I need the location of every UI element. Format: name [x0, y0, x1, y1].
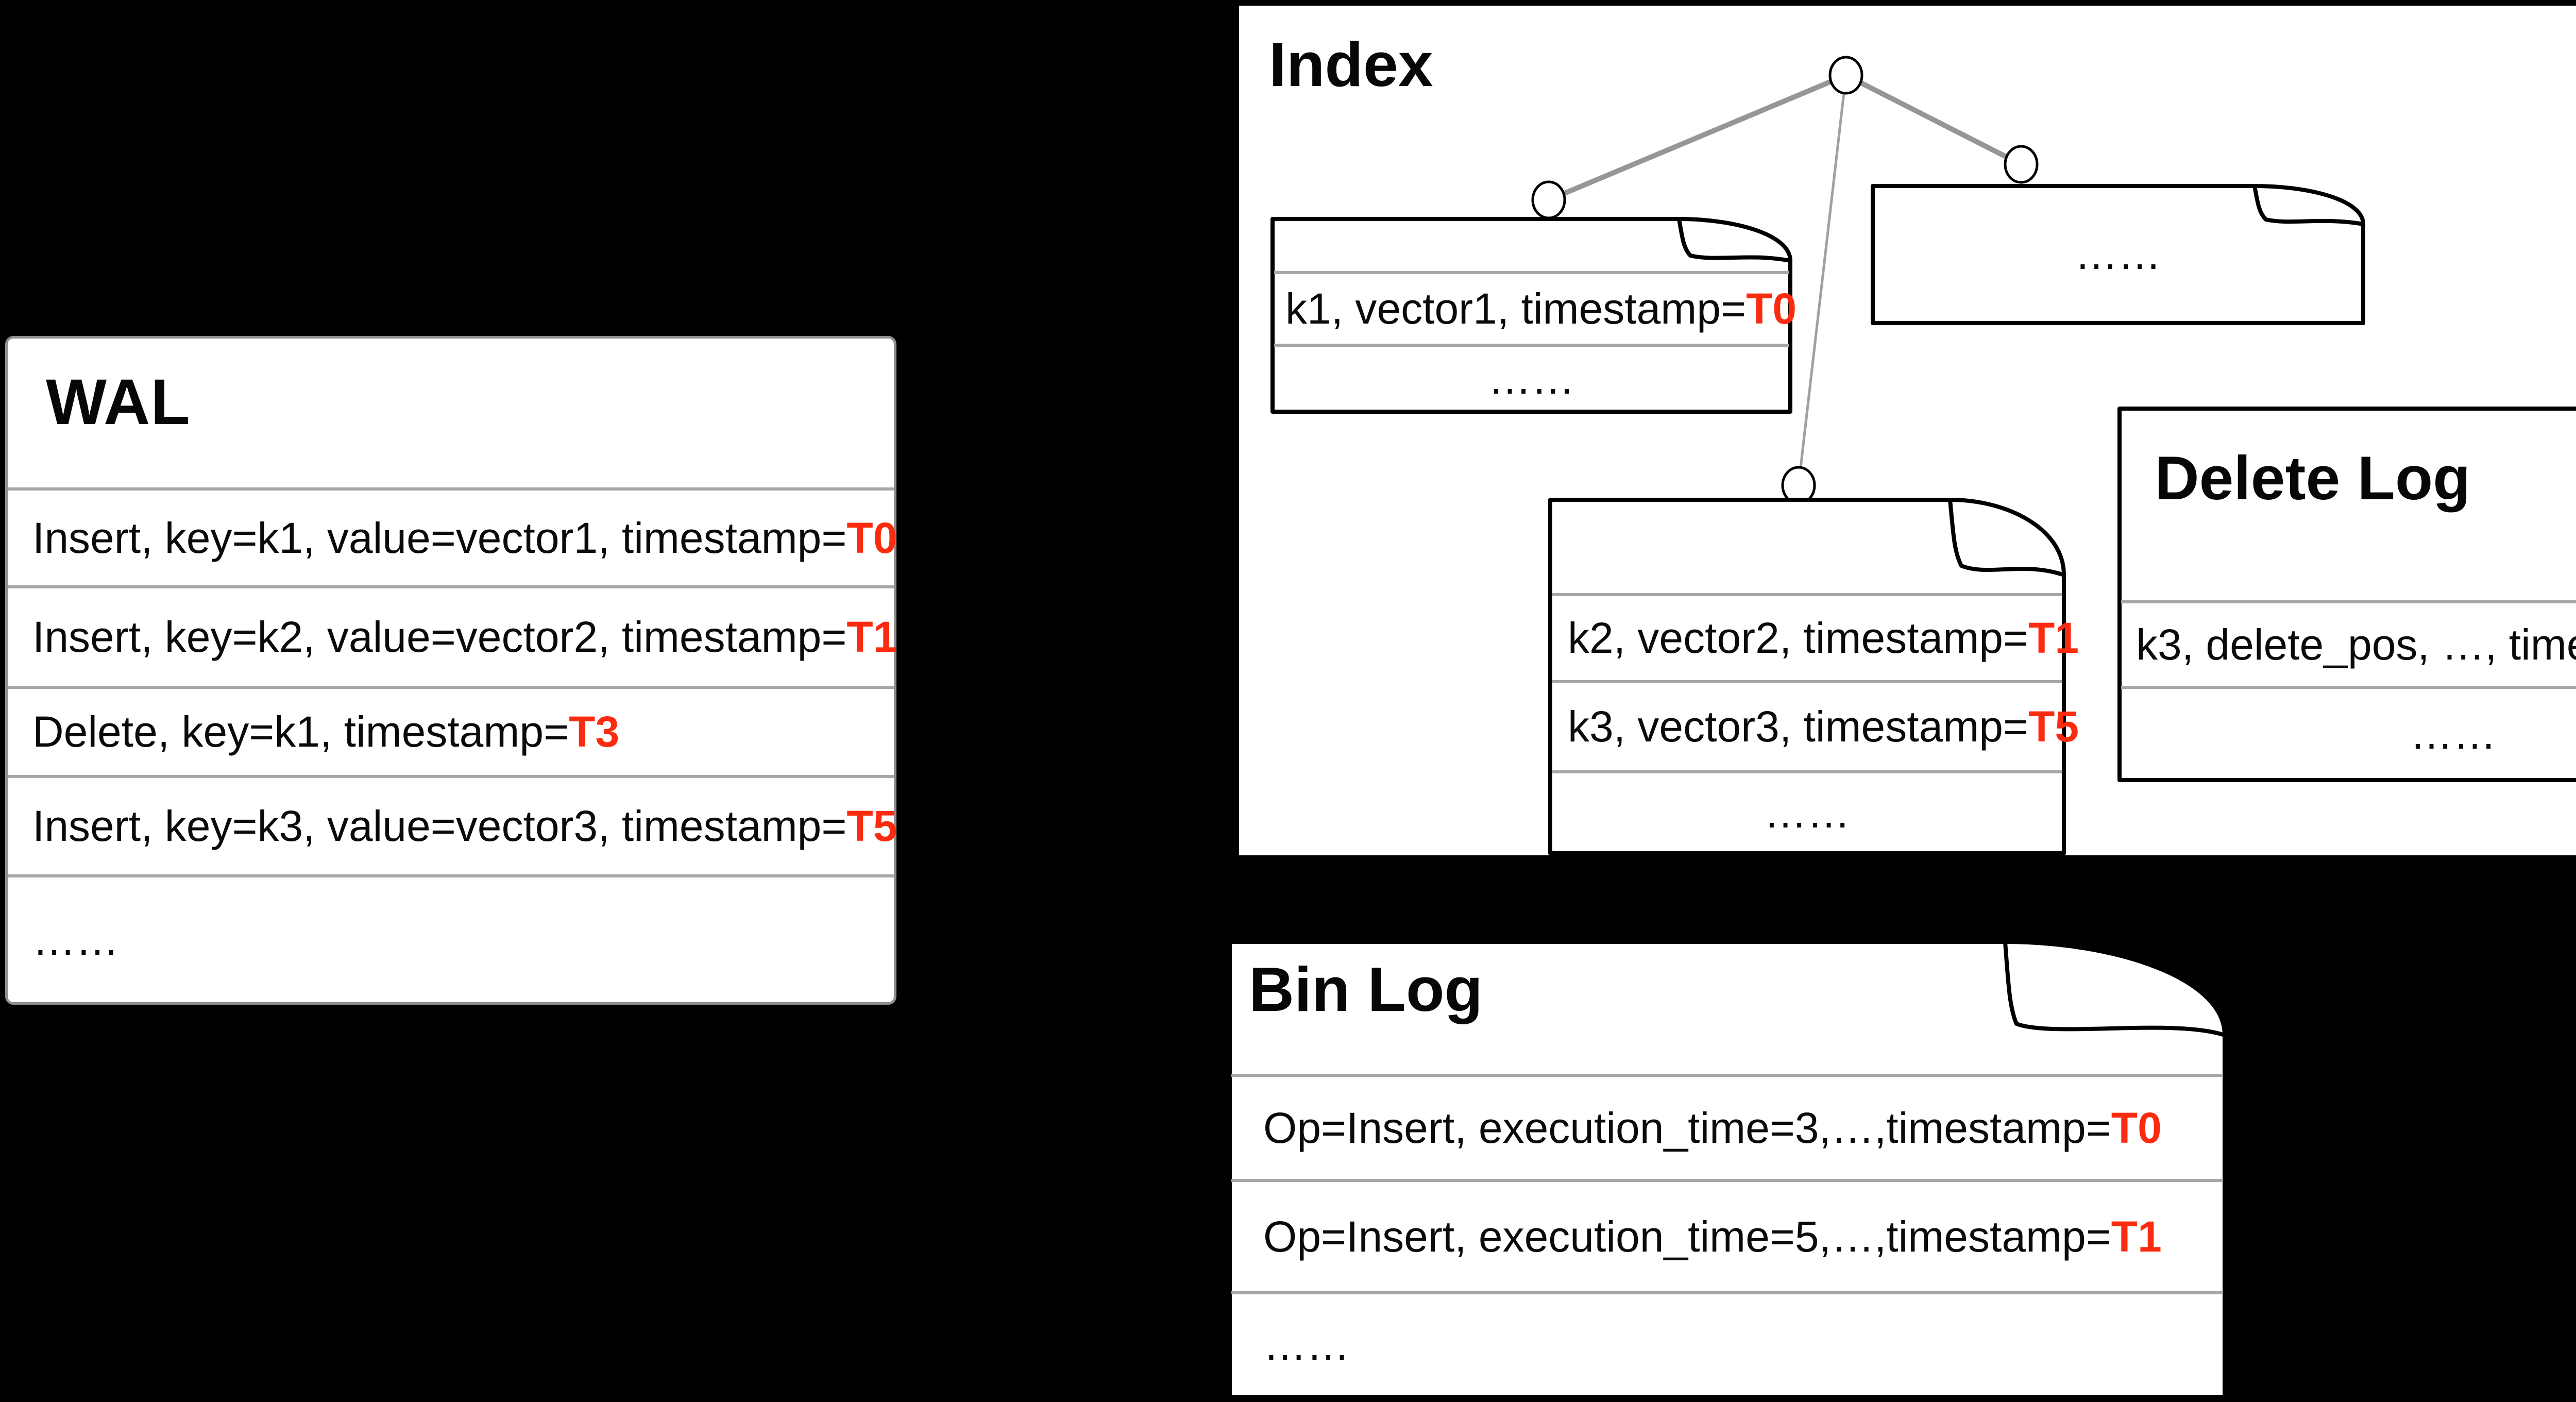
wal-row-timestamp: T3 — [569, 707, 620, 756]
bin-log-titlebar: Bin Log — [1231, 942, 2223, 1074]
document-page — [1270, 217, 1792, 414]
page-fold-icon — [1948, 498, 2066, 577]
document-page — [1228, 940, 2227, 1399]
segment-doc-left: k1, vector1, timestamp=T0 …… — [1270, 217, 1797, 415]
segment-row-text: …… — [2075, 229, 2161, 278]
bin-log-content: Bin Log Op=Insert, execution_time=3,…,ti… — [1231, 942, 2223, 1396]
delete-log-title: Delete Log — [2155, 444, 2471, 513]
bin-log-row-timestamp: T1 — [2111, 1212, 2162, 1261]
tree-node-root — [1828, 56, 1863, 95]
bin-log-row-text: Op=Insert, execution_time=3,…,timestamp= — [1263, 1103, 2111, 1152]
bin-log-row: Op=Insert, execution_time=3,…,timestamp=… — [1231, 1074, 2223, 1179]
delete-log-row-text: …… — [2410, 710, 2497, 758]
segment-row-text: …… — [1488, 354, 1575, 403]
segment-row-timestamp: T5 — [2028, 702, 2079, 751]
segment-row-text: k2, vector2, timestamp= — [1568, 614, 2029, 662]
segment-row-text: …… — [1764, 788, 1851, 837]
delete-log-row-ellipsis: …… — [2121, 686, 2576, 779]
wal-row: Insert, key=k2, value=vector2, timestamp… — [8, 585, 897, 686]
segment-doc-left-titlebar — [1274, 219, 1789, 271]
wal-row-text: Insert, key=k1, value=vector1, timestamp… — [32, 513, 847, 562]
segment-doc-right: …… — [1871, 184, 2365, 326]
page-fold-icon — [2003, 940, 2227, 1037]
tree-edge-root-left — [1548, 73, 1847, 202]
segment-doc-middle: k2, vector2, timestamp=T1 k3, vector3, t… — [1548, 498, 2079, 856]
tree-edge-root-right — [1844, 73, 2023, 167]
wal-row-timestamp: T0 — [846, 513, 897, 562]
wal-row-ellipsis: …… — [8, 874, 894, 1002]
wal-row: Delete, key=k1, timestamp=T3 — [8, 686, 894, 775]
delete-log-content: Delete Log k3, delete_pos, …, timestamp=… — [2121, 409, 2576, 779]
segment-row-ellipsis: …… — [1274, 344, 1789, 411]
page-fold-icon — [1677, 217, 1792, 263]
bin-log-title: Bin Log — [1249, 954, 1483, 1024]
segment-doc-middle-titlebar — [1552, 500, 2062, 593]
index-title: Index — [1269, 29, 1433, 99]
bin-log-doc: Bin Log Op=Insert, execution_time=3,…,ti… — [1228, 940, 2227, 1400]
bin-log-row-text: …… — [1263, 1321, 1350, 1369]
wal-row-text: Insert, key=k2, value=vector2, timestamp… — [32, 613, 847, 662]
delete-log-row: k3, delete_pos, …, timestamp=T3 — [2121, 600, 2576, 686]
wal-row-text: Insert, key=k3, value=vector3, timestamp… — [32, 802, 847, 851]
delete-log-doc: Delete Log k3, delete_pos, …, timestamp=… — [2117, 407, 2576, 783]
segment-row-ellipsis: …… — [1874, 186, 2362, 322]
wal-row-timestamp: T5 — [846, 802, 897, 851]
segment-row: k3, vector3, timestamp=T5 — [1552, 680, 2079, 770]
page-fold-icon — [2252, 184, 2365, 226]
wal-titlebar: WAL — [8, 339, 894, 487]
tree-edge-root-middle — [1797, 75, 1848, 486]
segment-row: k1, vector1, timestamp=T0 — [1274, 271, 1797, 344]
wal-row-text: …… — [32, 915, 119, 964]
segment-row-text: k3, vector3, timestamp= — [1568, 702, 2029, 751]
segment-doc-middle-content: k2, vector2, timestamp=T1 k3, vector3, t… — [1552, 500, 2079, 852]
bin-log-row: Op=Insert, execution_time=5,…,timestamp=… — [1231, 1179, 2223, 1291]
wal-table: WAL Insert, key=k1, value=vector1, times… — [5, 336, 897, 1005]
document-outline — [1228, 940, 2227, 1399]
delete-log-titlebar: Delete Log — [2121, 409, 2576, 600]
segment-row-timestamp: T1 — [2028, 614, 2079, 662]
document-page — [1871, 184, 2365, 325]
segment-row-ellipsis: …… — [1552, 770, 2062, 852]
segment-row: k2, vector2, timestamp=T1 — [1552, 593, 2079, 680]
wal-row: Insert, key=k1, value=vector1, timestamp… — [8, 487, 897, 585]
bin-log-row-ellipsis: …… — [1231, 1291, 2223, 1396]
segment-doc-left-content: k1, vector1, timestamp=T0 …… — [1274, 219, 1797, 411]
index-tree — [1531, 56, 2039, 505]
wal-row-timestamp: T1 — [846, 613, 897, 662]
segment-doc-right-content: …… — [1874, 186, 2362, 322]
delete-log-row-text: k3, delete_pos, …, timestamp= — [2136, 620, 2576, 669]
tree-node-left — [1531, 180, 1566, 219]
document-outline — [1270, 217, 1792, 414]
document-outline — [1548, 498, 2066, 855]
bin-log-row-text: Op=Insert, execution_time=5,…,timestamp= — [1263, 1212, 2111, 1261]
wal-row-text: Delete, key=k1, timestamp= — [32, 707, 569, 756]
segment-row-timestamp: T0 — [1746, 284, 1797, 333]
index-panel: Index k1, vector1, timestamp=T0 …… …… — [1233, 0, 2576, 861]
bin-log-row-timestamp: T0 — [2111, 1103, 2162, 1152]
tree-node-right — [2004, 145, 2039, 184]
document-outline — [1871, 184, 2365, 325]
segment-row-text: k1, vector1, timestamp= — [1285, 284, 1747, 333]
wal-row: Insert, key=k3, value=vector3, timestamp… — [8, 775, 897, 874]
document-page — [1548, 498, 2066, 855]
wal-title: WAL — [46, 366, 191, 438]
